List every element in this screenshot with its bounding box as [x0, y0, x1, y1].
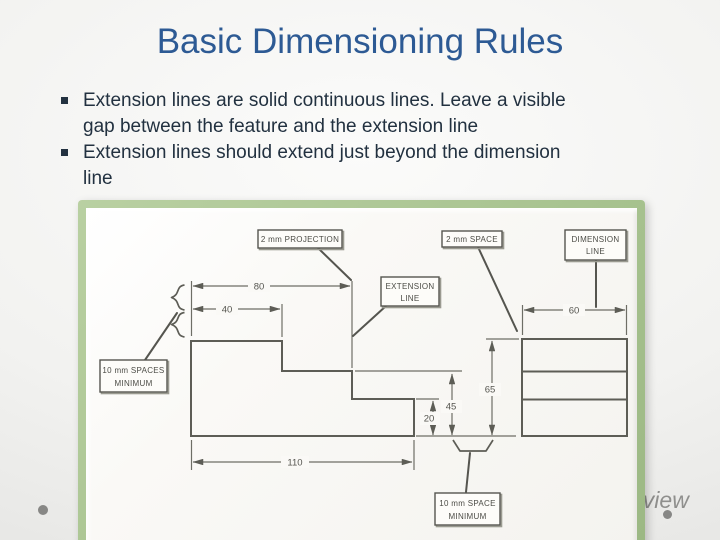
bullet-square-icon — [61, 97, 68, 104]
side-view-outline — [521, 338, 628, 437]
dimensioning-diagram-picture: 80 40 60 110 65 45 20 — [78, 200, 645, 540]
callout-10mm-spaces-minimum: 10 mm SPACES MINIMUM — [99, 359, 170, 395]
callout-10mm-spaces-label: MINIMUM — [114, 379, 152, 388]
dim-65: 65 — [485, 385, 496, 396]
callout-extension-line-label: LINE — [401, 294, 420, 303]
slide-title: Basic Dimensioning Rules — [156, 22, 564, 61]
bullet-list: Extension lines are solid continuous lin… — [58, 88, 586, 192]
dim-20: 20 — [424, 414, 435, 425]
leader-lines — [144, 246, 597, 493]
decorative-dot — [663, 510, 672, 519]
callout-extension-line: EXTENSION LINE — [380, 276, 442, 309]
callout-2mm-projection-label: 2 mm PROJECTION — [261, 235, 339, 244]
front-view-outline — [190, 340, 415, 437]
drawing-paper — [86, 208, 637, 540]
callout-dimension-line: DIMENSION LINE — [564, 229, 629, 263]
bullet-square-icon — [61, 149, 68, 156]
callout-dimension-line-label: DIMENSION — [571, 235, 619, 244]
bullet-item: Extension lines should extend just beyon… — [58, 140, 586, 192]
callout-10mm-space-label: 10 mm SPACE — [439, 499, 496, 508]
dimension-labels: 80 40 60 110 65 45 20 — [216, 280, 585, 469]
callout-10mm-space-label: MINIMUM — [448, 512, 486, 521]
dim-45: 45 — [446, 402, 457, 413]
bullet-text: Extension lines should extend just beyon… — [83, 142, 561, 189]
extension-lines — [190, 281, 628, 470]
callout-2mm-space: 2 mm SPACE — [441, 230, 505, 250]
callout-10mm-spaces-label: 10 mm SPACES — [102, 366, 164, 375]
callout-2mm-space-label: 2 mm SPACE — [446, 235, 498, 244]
bullet-text: Extension lines are solid continuous lin… — [83, 90, 566, 137]
dim-80: 80 — [254, 282, 265, 293]
dim-60: 60 — [569, 306, 580, 317]
spacing-braces — [170, 284, 185, 338]
callout-dimension-line-label: LINE — [586, 247, 605, 256]
spacing-bracket — [452, 439, 494, 452]
technical-drawing: 80 40 60 110 65 45 20 — [99, 229, 629, 528]
dim-40: 40 — [222, 305, 233, 316]
decorative-dot — [38, 505, 48, 515]
callout-10mm-space-minimum: 10 mm SPACE MINIMUM — [434, 492, 503, 528]
dim-110: 110 — [287, 458, 302, 469]
callout-extension-line-label: EXTENSION — [386, 282, 435, 291]
bullet-item: Extension lines are solid continuous lin… — [58, 88, 586, 140]
callout-2mm-projection: 2 mm PROJECTION — [257, 229, 345, 251]
